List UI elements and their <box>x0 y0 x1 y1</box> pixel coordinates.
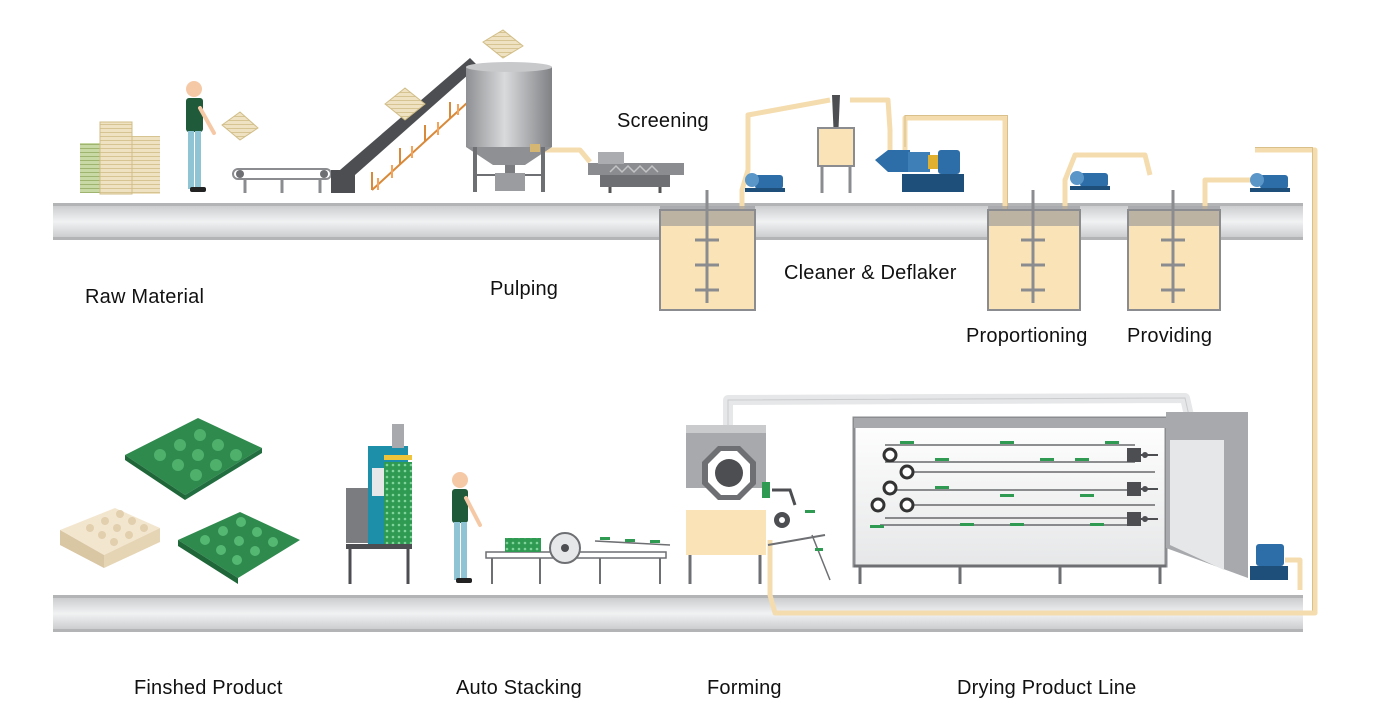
label-raw-material: Raw Material <box>85 286 205 308</box>
drying-line <box>852 412 1248 584</box>
green-tray-bottom <box>178 512 300 584</box>
label-providing: Providing <box>1127 325 1213 347</box>
label-auto-stacking: Auto Stacking <box>456 677 583 699</box>
pump-3 <box>1250 173 1290 192</box>
transfer-conveyor <box>485 532 671 584</box>
forming-machine <box>686 393 1195 584</box>
pulp-pipes <box>535 97 1318 616</box>
tank-providing <box>1127 190 1221 311</box>
label-screening: Screening <box>617 110 709 132</box>
worker-raw-material <box>186 81 216 192</box>
dryer-pump <box>1250 544 1288 580</box>
inclined-conveyor <box>331 29 524 193</box>
carried-cardboard <box>221 111 259 141</box>
cleaner-cone <box>817 95 855 193</box>
auto-stacking-machine <box>346 424 412 584</box>
label-forming: Forming <box>707 677 782 699</box>
screening-machine <box>588 152 684 193</box>
label-drying-product-line: Drying Product Line <box>957 677 1137 699</box>
paper-egg-trays <box>60 508 160 568</box>
pulp-pipes-outline <box>904 115 1313 611</box>
pump-2 <box>1070 171 1110 190</box>
label-pulping: Pulping <box>490 278 559 300</box>
raw-material-stacks <box>80 121 160 195</box>
worker-stacking <box>452 472 482 583</box>
feed-conveyor <box>232 168 332 193</box>
pulper <box>466 62 552 192</box>
label-proportioning: Proportioning <box>966 325 1088 347</box>
label-finished-product: Finshed Product <box>134 677 283 699</box>
tank-proportioning <box>987 190 1081 311</box>
tank-pulping <box>659 190 756 311</box>
deflaker <box>875 150 964 192</box>
pump-1 <box>745 173 785 192</box>
green-tray-top <box>125 418 262 500</box>
label-cleaner-deflaker: Cleaner & Deflaker <box>784 262 957 284</box>
